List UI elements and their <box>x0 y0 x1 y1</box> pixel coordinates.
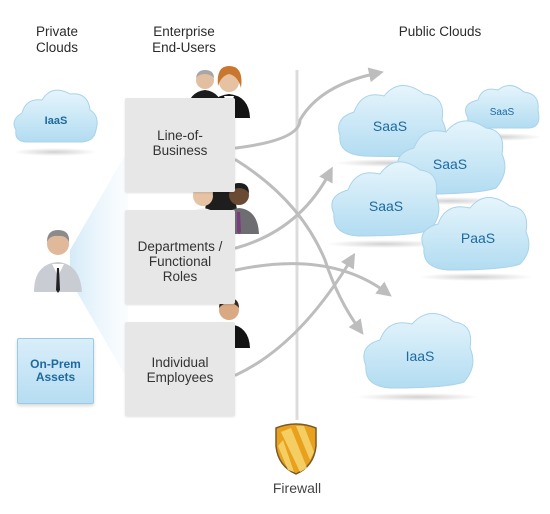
public-cloud-iaas <box>356 313 480 401</box>
box-individual-employees: Individual Employees <box>125 322 235 416</box>
box-dept-line1: Departments / <box>137 239 223 254</box>
employee-icon <box>34 230 82 293</box>
box-lob-line1: Line-of- <box>157 128 203 143</box>
on-prem-assets-box: On-Prem Assets <box>17 338 94 404</box>
connection-beam <box>70 150 128 380</box>
on-prem-line1: On-Prem <box>30 357 81 371</box>
box-dept-line2: Functional <box>148 254 212 269</box>
public-saas-label-top: SaaS <box>373 118 407 134</box>
private-iaas-label: IaaS <box>45 115 68 127</box>
header-public-clouds: Public Clouds <box>398 24 482 39</box>
public-saas-label-small: SaaS <box>490 107 515 118</box>
arrow-dept-to-paas <box>234 262 392 297</box>
arrow-lob-to-iaas <box>234 158 364 335</box>
public-cloud-saas-left <box>326 161 442 248</box>
on-prem-line2: Assets <box>35 370 76 384</box>
on-prem-assets-label: On-Prem Assets <box>18 358 93 384</box>
box-individual-label: Individual Employees <box>125 355 235 385</box>
firewall-shield-icon <box>275 423 317 475</box>
private-iaas-cloud <box>13 89 98 156</box>
header-private-clouds: Private Clouds <box>22 24 92 56</box>
arrow-lob-to-saas <box>234 67 384 150</box>
header-enterprise-line2: End-Users <box>152 40 216 55</box>
header-private-line2: Clouds <box>35 40 79 55</box>
box-indiv-line1: Individual <box>151 355 209 370</box>
box-line-of-business: Line-of- Business <box>125 98 235 192</box>
public-paas-label: PaaS <box>461 230 495 246</box>
box-dept-line3: Roles <box>162 269 198 284</box>
public-cloud-paas <box>418 197 534 281</box>
public-iaas-label: IaaS <box>406 348 435 364</box>
box-lob-line2: Business <box>152 143 208 158</box>
box-departments-label: Departments / Functional Roles <box>125 239 235 284</box>
header-private-line1: Private <box>35 24 79 39</box>
header-enterprise-end-users: Enterprise End-Users <box>138 24 230 56</box>
arrow-dept-to-saas <box>234 166 333 250</box>
box-line-of-business-label: Line-of- Business <box>125 128 235 158</box>
arrow-individual-to-saas <box>234 252 356 377</box>
box-indiv-line2: Employees <box>146 370 214 385</box>
firewall-label: Firewall <box>272 480 322 496</box>
public-saas-label-left: SaaS <box>369 198 403 214</box>
header-enterprise-line1: Enterprise <box>153 24 215 39</box>
connection-arrows <box>234 67 392 377</box>
box-departments: Departments / Functional Roles <box>125 210 235 304</box>
public-saas-label-middle: SaaS <box>433 156 467 172</box>
